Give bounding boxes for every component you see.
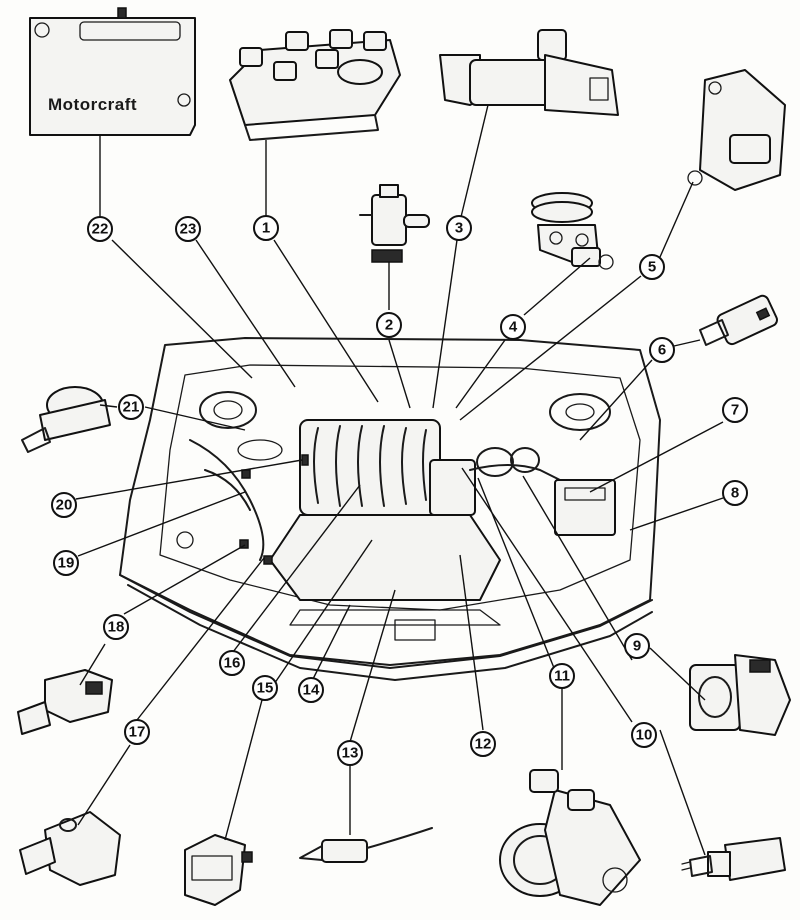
callout-12: 12: [470, 731, 496, 757]
intake-manifold: [299, 419, 441, 516]
svg-text:19: 19: [58, 555, 75, 572]
svg-text:11: 11: [554, 668, 570, 685]
engine-bay: [119, 337, 661, 681]
callout-16: 16: [219, 650, 245, 676]
ignition-coil-illustration: [229, 29, 401, 141]
svg-text:4: 4: [509, 319, 518, 336]
callout-14: 14: [298, 677, 324, 703]
svg-text:6: 6: [658, 342, 666, 359]
callout-8: 8: [722, 480, 748, 506]
callout-21: 21: [118, 394, 144, 420]
svg-text:22: 22: [92, 221, 109, 238]
solenoid-valve-illustration: [359, 184, 430, 263]
callout-6: 6: [649, 337, 675, 363]
svg-text:2: 2: [385, 317, 393, 334]
callout-5: 5: [639, 254, 665, 280]
leader-lines: [75, 104, 724, 856]
callout-1: 1: [253, 215, 279, 241]
svg-text:13: 13: [342, 745, 359, 762]
svg-text:16: 16: [224, 655, 241, 672]
svg-text:20: 20: [56, 497, 73, 514]
throttle-position-sensor-illustration: [689, 654, 791, 736]
svg-text:15: 15: [257, 680, 274, 697]
coolant-temp-sensor-illustration: [699, 294, 778, 346]
callout-19: 19: [53, 550, 79, 576]
callout-4: 4: [500, 314, 526, 340]
svg-text:21: 21: [123, 399, 140, 416]
callout-18: 18: [103, 614, 129, 640]
oxygen-sensor-illustration: [299, 827, 433, 863]
temperature-sender-illustration: [681, 837, 786, 881]
callout-15: 15: [252, 675, 278, 701]
svg-text:3: 3: [455, 220, 463, 237]
egr-valve-illustration: [531, 192, 614, 270]
callout-11: 11: [549, 663, 575, 689]
crankshaft-sensor-illustration: [19, 811, 121, 886]
mass-air-flow-illustration: [499, 769, 641, 906]
svg-text:12: 12: [475, 736, 492, 753]
idle-air-control-valve-illustration: [439, 29, 619, 116]
svg-text:23: 23: [180, 221, 197, 238]
callout-7: 7: [722, 397, 748, 423]
svg-text:17: 17: [129, 724, 146, 741]
callout-10: 10: [631, 722, 657, 748]
svg-text:5: 5: [648, 259, 656, 276]
callout-3: 3: [446, 215, 472, 241]
callout-2: 2: [376, 312, 402, 338]
camshaft-sensor-illustration: [17, 669, 113, 735]
callout-9: 9: [624, 633, 650, 659]
svg-text:10: 10: [636, 727, 653, 744]
svg-text:14: 14: [303, 682, 320, 699]
svg-text:7: 7: [731, 402, 739, 419]
callout-17: 17: [124, 719, 150, 745]
brand-label: Motorcraft: [48, 95, 137, 114]
callout-22: 22: [87, 216, 113, 242]
callout-13: 13: [337, 740, 363, 766]
ecu-module-illustration: Motorcraft: [29, 7, 196, 136]
map-sensor-illustration: [687, 69, 786, 191]
callout-20: 20: [51, 492, 77, 518]
svg-text:9: 9: [633, 638, 641, 655]
pressure-switch-illustration: [21, 386, 111, 453]
svg-text:1: 1: [262, 220, 270, 237]
svg-text:18: 18: [108, 619, 125, 636]
callout-23: 23: [175, 216, 201, 242]
svg-text:8: 8: [731, 485, 739, 502]
ignition-module-illustration: [184, 834, 253, 906]
